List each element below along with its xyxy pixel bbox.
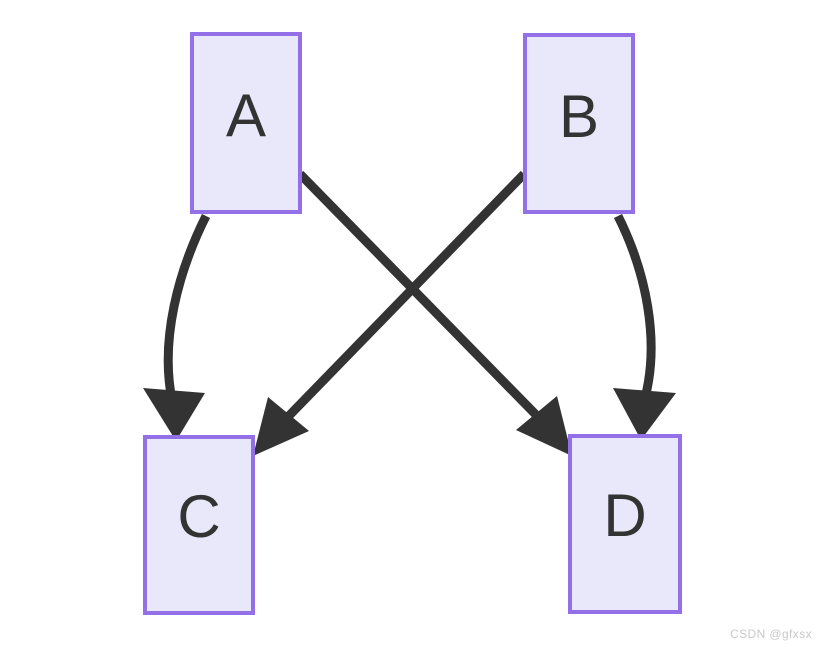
edge-b-to-c-line (277, 170, 528, 428)
node-d[interactable]: D (568, 434, 682, 614)
node-c[interactable]: C (143, 435, 255, 615)
edge-b-to-d-line (613, 213, 656, 400)
edge-a-to-d (296, 170, 572, 456)
node-c-label: C (177, 483, 221, 550)
edge-a-to-d-line (296, 170, 549, 428)
edge-b-to-d-arrowhead (613, 388, 676, 440)
watermark: CSDN @gfxsx (730, 627, 812, 641)
edge-b-to-d (613, 213, 676, 440)
node-a-label: A (225, 82, 267, 149)
edge-a-to-c-line (163, 213, 211, 401)
edge-a-to-d-arrowhead (516, 396, 572, 456)
edge-a-to-c-arrowhead (143, 388, 205, 441)
edge-b-to-c (253, 170, 528, 456)
edge-a-to-c (143, 213, 211, 441)
node-d-label: D (603, 482, 647, 549)
node-b-label: B (558, 83, 600, 150)
node-a[interactable]: A (190, 32, 302, 214)
node-b[interactable]: B (523, 33, 635, 214)
edge-b-to-c-arrowhead (253, 397, 309, 456)
